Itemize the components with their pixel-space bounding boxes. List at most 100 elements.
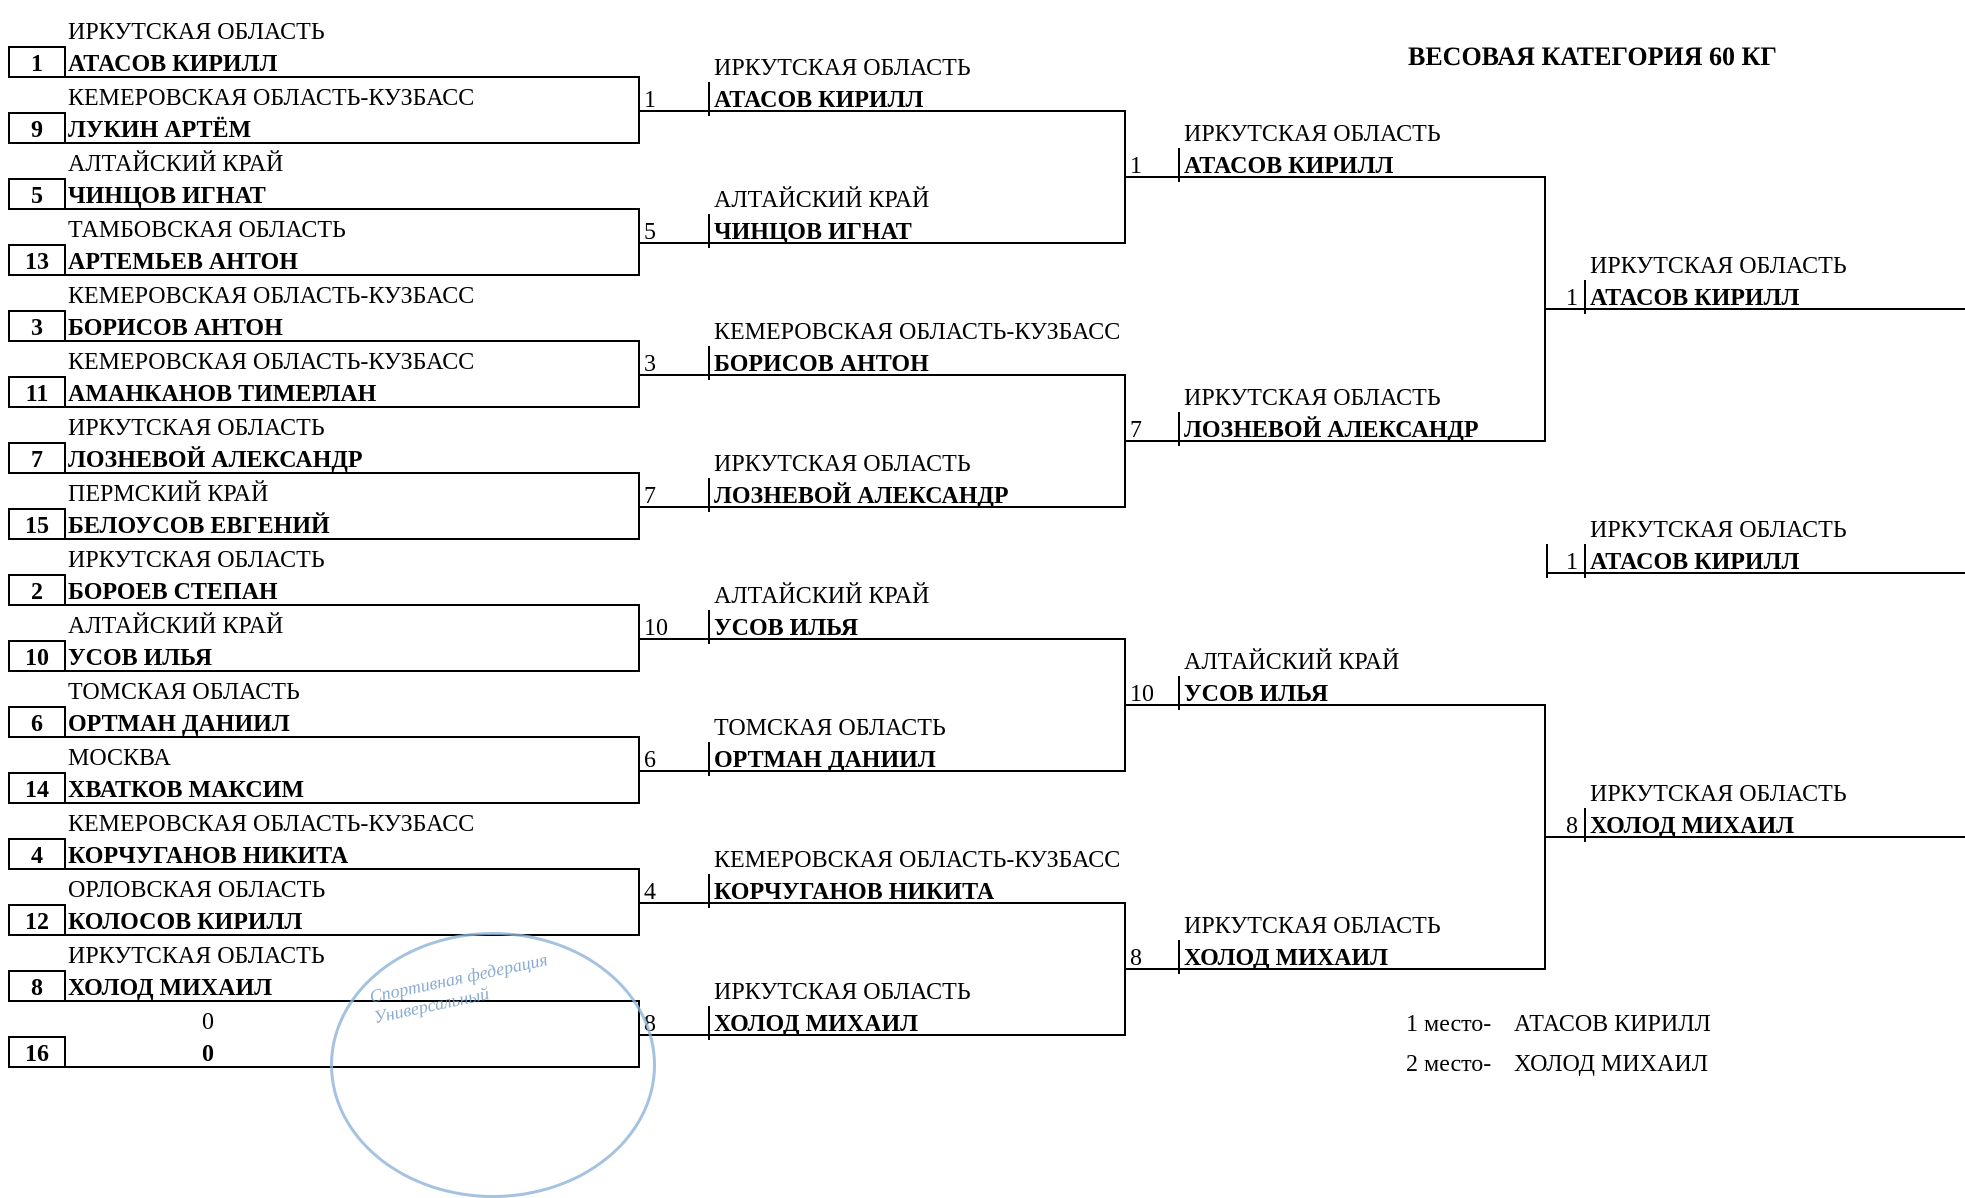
participant-underline [8, 472, 640, 474]
semifinal-name: ЛОЗНЕВОЙ АЛЕКСАНДР [1184, 417, 1479, 443]
winner-region: КЕМЕРОВСКАЯ ОБЛАСТЬ-КУЗБАСС [714, 847, 1121, 873]
seed-divider [1584, 544, 1586, 578]
semifinal-seed: 10 [1130, 681, 1154, 707]
winner-name: БОРИСОВ АНТОН [714, 351, 929, 377]
seed-divider [1584, 280, 1586, 314]
final-region: ИРКУТСКАЯ ОБЛАСТЬ [1590, 253, 1847, 279]
seed-divider [708, 1006, 710, 1040]
participant-name: АТАСОВ КИРИЛЛ [68, 51, 278, 77]
winner-name: ОРТМАН ДАНИИЛ [714, 747, 936, 773]
participant-underline [8, 538, 640, 540]
participant-region: КЕМЕРОВСКАЯ ОБЛАСТЬ-КУЗБАСС [68, 349, 475, 375]
participant-region: МОСКВА [68, 745, 171, 771]
bracket-connector [1544, 176, 1546, 442]
semifinal-underline [1126, 704, 1546, 706]
winner-name: ХОЛОД МИХАИЛ [714, 1011, 918, 1037]
seed-divider [708, 610, 710, 644]
bracket-connector [638, 736, 640, 804]
champion-underline [1546, 572, 1965, 574]
semifinal-seed: 7 [1130, 417, 1142, 443]
bracket-connector [638, 472, 640, 540]
winner-region: АЛТАЙСКИЙ КРАЙ [714, 583, 930, 609]
place-1-label: 1 место- [1406, 1011, 1492, 1037]
seed-number: 12 [25, 909, 49, 935]
winner-underline [640, 638, 1126, 640]
bracket-connector [638, 76, 640, 144]
seed-number: 1 [31, 51, 43, 77]
seed-divider [708, 478, 710, 512]
bracket-connector [638, 868, 640, 936]
place-2-name: ХОЛОД МИХАИЛ [1514, 1051, 1708, 1077]
bracket-connector [1124, 374, 1126, 508]
participant-name: ОРТМАН ДАНИИЛ [68, 711, 290, 737]
semifinal-name: АТАСОВ КИРИЛЛ [1184, 153, 1394, 179]
bracket-connector [638, 208, 640, 276]
winner-name: ЧИНЦОВ ИГНАТ [714, 219, 912, 245]
organization-stamp: Спортивная федерация Универсальный [330, 932, 656, 1198]
seed-number: 11 [25, 381, 49, 407]
winner-region: КЕМЕРОВСКАЯ ОБЛАСТЬ-КУЗБАСС [714, 319, 1121, 345]
winner-seed: 10 [644, 615, 668, 641]
winner-region: ТОМСКАЯ ОБЛАСТЬ [714, 715, 946, 741]
bracket-connector [638, 340, 640, 408]
participant-region: ОРЛОВСКАЯ ОБЛАСТЬ [68, 877, 326, 903]
participant-underline [8, 1066, 640, 1068]
participant-underline [8, 868, 640, 870]
participant-underline [8, 802, 640, 804]
winner-name: ЛОЗНЕВОЙ АЛЕКСАНДР [714, 483, 1009, 509]
seed-divider [708, 82, 710, 116]
seed-number: 9 [31, 117, 43, 143]
seed-divider [708, 742, 710, 776]
seed-divider [1546, 544, 1548, 578]
participant-underline [8, 406, 640, 408]
bracket-connector [638, 604, 640, 672]
participant-underline [8, 142, 640, 144]
participant-region: ИРКУТСКАЯ ОБЛАСТЬ [68, 547, 325, 573]
participant-name: КОРЧУГАНОВ НИКИТА [68, 843, 349, 869]
seed-number: 2 [31, 579, 43, 605]
participant-region: АЛТАЙСКИЙ КРАЙ [68, 151, 284, 177]
participant-underline [8, 934, 640, 936]
participant-region: КЕМЕРОВСКАЯ ОБЛАСТЬ-КУЗБАСС [68, 85, 475, 111]
participant-underline [8, 604, 640, 606]
seed-divider [1584, 808, 1586, 842]
winner-underline [640, 506, 1126, 508]
participant-name: БЕЛОУСОВ ЕВГЕНИЙ [68, 513, 330, 539]
final-underline [1546, 836, 1965, 838]
participant-name: ХОЛОД МИХАИЛ [68, 975, 272, 1001]
seed-divider [708, 214, 710, 248]
seed-divider [1178, 148, 1180, 182]
participant-underline [8, 208, 640, 210]
participant-region: КЕМЕРОВСКАЯ ОБЛАСТЬ-КУЗБАСС [68, 811, 475, 837]
seed-divider [708, 874, 710, 908]
winner-underline [640, 110, 1126, 112]
seed-divider [1178, 940, 1180, 974]
winner-underline [640, 770, 1126, 772]
participant-name: ЛУКИН АРТЁМ [68, 117, 252, 143]
seed-number: 3 [31, 315, 43, 341]
participant-region: ИРКУТСКАЯ ОБЛАСТЬ [68, 943, 325, 969]
winner-underline [640, 242, 1126, 244]
champion-region: ИРКУТСКАЯ ОБЛАСТЬ [1590, 517, 1847, 543]
participant-region: ТОМСКАЯ ОБЛАСТЬ [68, 679, 300, 705]
seed-divider [708, 346, 710, 380]
winner-seed: 1 [644, 87, 656, 113]
winner-underline [640, 1034, 1126, 1036]
semifinal-name: УСОВ ИЛЬЯ [1184, 681, 1329, 707]
bye-name: 0 [202, 1041, 214, 1067]
bye-region: 0 [202, 1009, 214, 1035]
seed-number: 15 [25, 513, 49, 539]
bracket-connector [1544, 704, 1546, 970]
final-name: АТАСОВ КИРИЛЛ [1590, 285, 1800, 311]
place-1-name: АТАСОВ КИРИЛЛ [1514, 1011, 1711, 1037]
final-seed: 1 [1566, 285, 1578, 311]
final-name: ХОЛОД МИХАИЛ [1590, 813, 1794, 839]
seed-divider [1178, 412, 1180, 446]
winner-name: УСОВ ИЛЬЯ [714, 615, 859, 641]
winner-underline [640, 374, 1126, 376]
seed-divider [1178, 676, 1180, 710]
semifinal-region: ИРКУТСКАЯ ОБЛАСТЬ [1184, 913, 1441, 939]
bracket-connector [1124, 110, 1126, 244]
winner-seed: 6 [644, 747, 656, 773]
winner-seed: 5 [644, 219, 656, 245]
